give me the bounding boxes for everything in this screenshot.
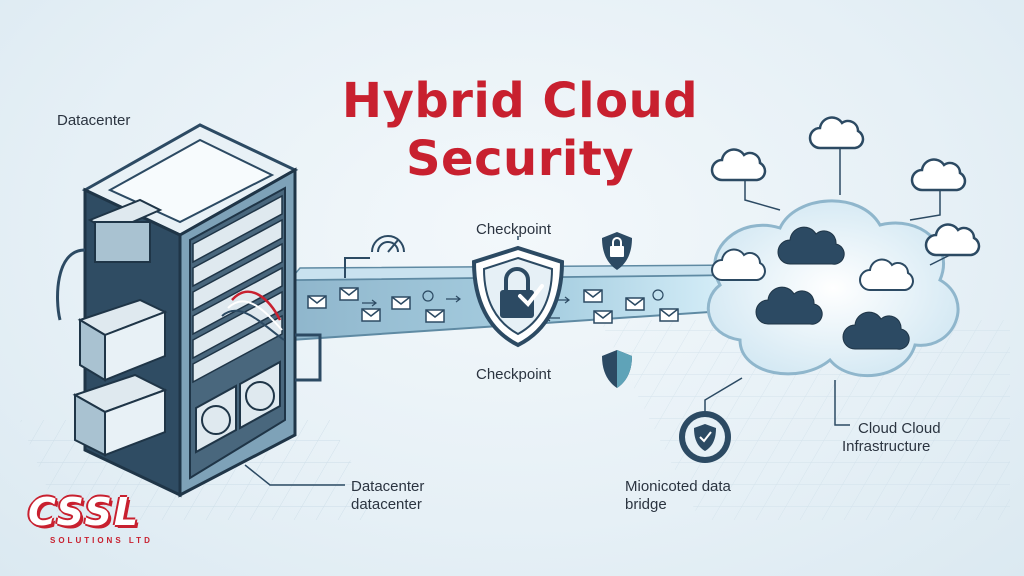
lock-icon (602, 232, 632, 270)
company-logo: CSSL SOLUTIONS LTD (28, 490, 188, 554)
label-datacenter-bottom-1: Datacenter (351, 478, 425, 495)
label-cloud-1: Cloud Cloud (858, 420, 941, 437)
title-line-1: Hybrid Cloud (341, 73, 699, 129)
shield-lock-icon (471, 245, 565, 348)
title-line-2: Security (405, 131, 635, 187)
label-checkpoint-bottom: Checkpoint (476, 366, 552, 383)
label-bridge-1: Mionicoted data (625, 478, 731, 495)
label-datacenter-top: Datacenter (57, 112, 131, 129)
page-title: Hybrid Cloud Security (300, 72, 740, 188)
server-rack-icon (56, 123, 322, 498)
label-bridge-2: bridge (625, 496, 667, 513)
label-cloud-2: Infrastructure (842, 438, 931, 455)
label-checkpoint-top: Checkpoint (476, 221, 552, 238)
gauge-icon (344, 235, 405, 278)
envelope-icon (307, 287, 679, 324)
label-datacenter-bottom-2: datacenter (351, 496, 422, 513)
shield-check-icon (679, 377, 743, 463)
shield-icon (602, 350, 632, 388)
logo-tagline: SOLUTIONS LTD (50, 536, 153, 545)
floor-grid-right (600, 320, 1010, 520)
logo-brand: CSSL (28, 490, 141, 534)
cloud-icon (706, 116, 981, 426)
label-leader-lines (244, 236, 519, 486)
